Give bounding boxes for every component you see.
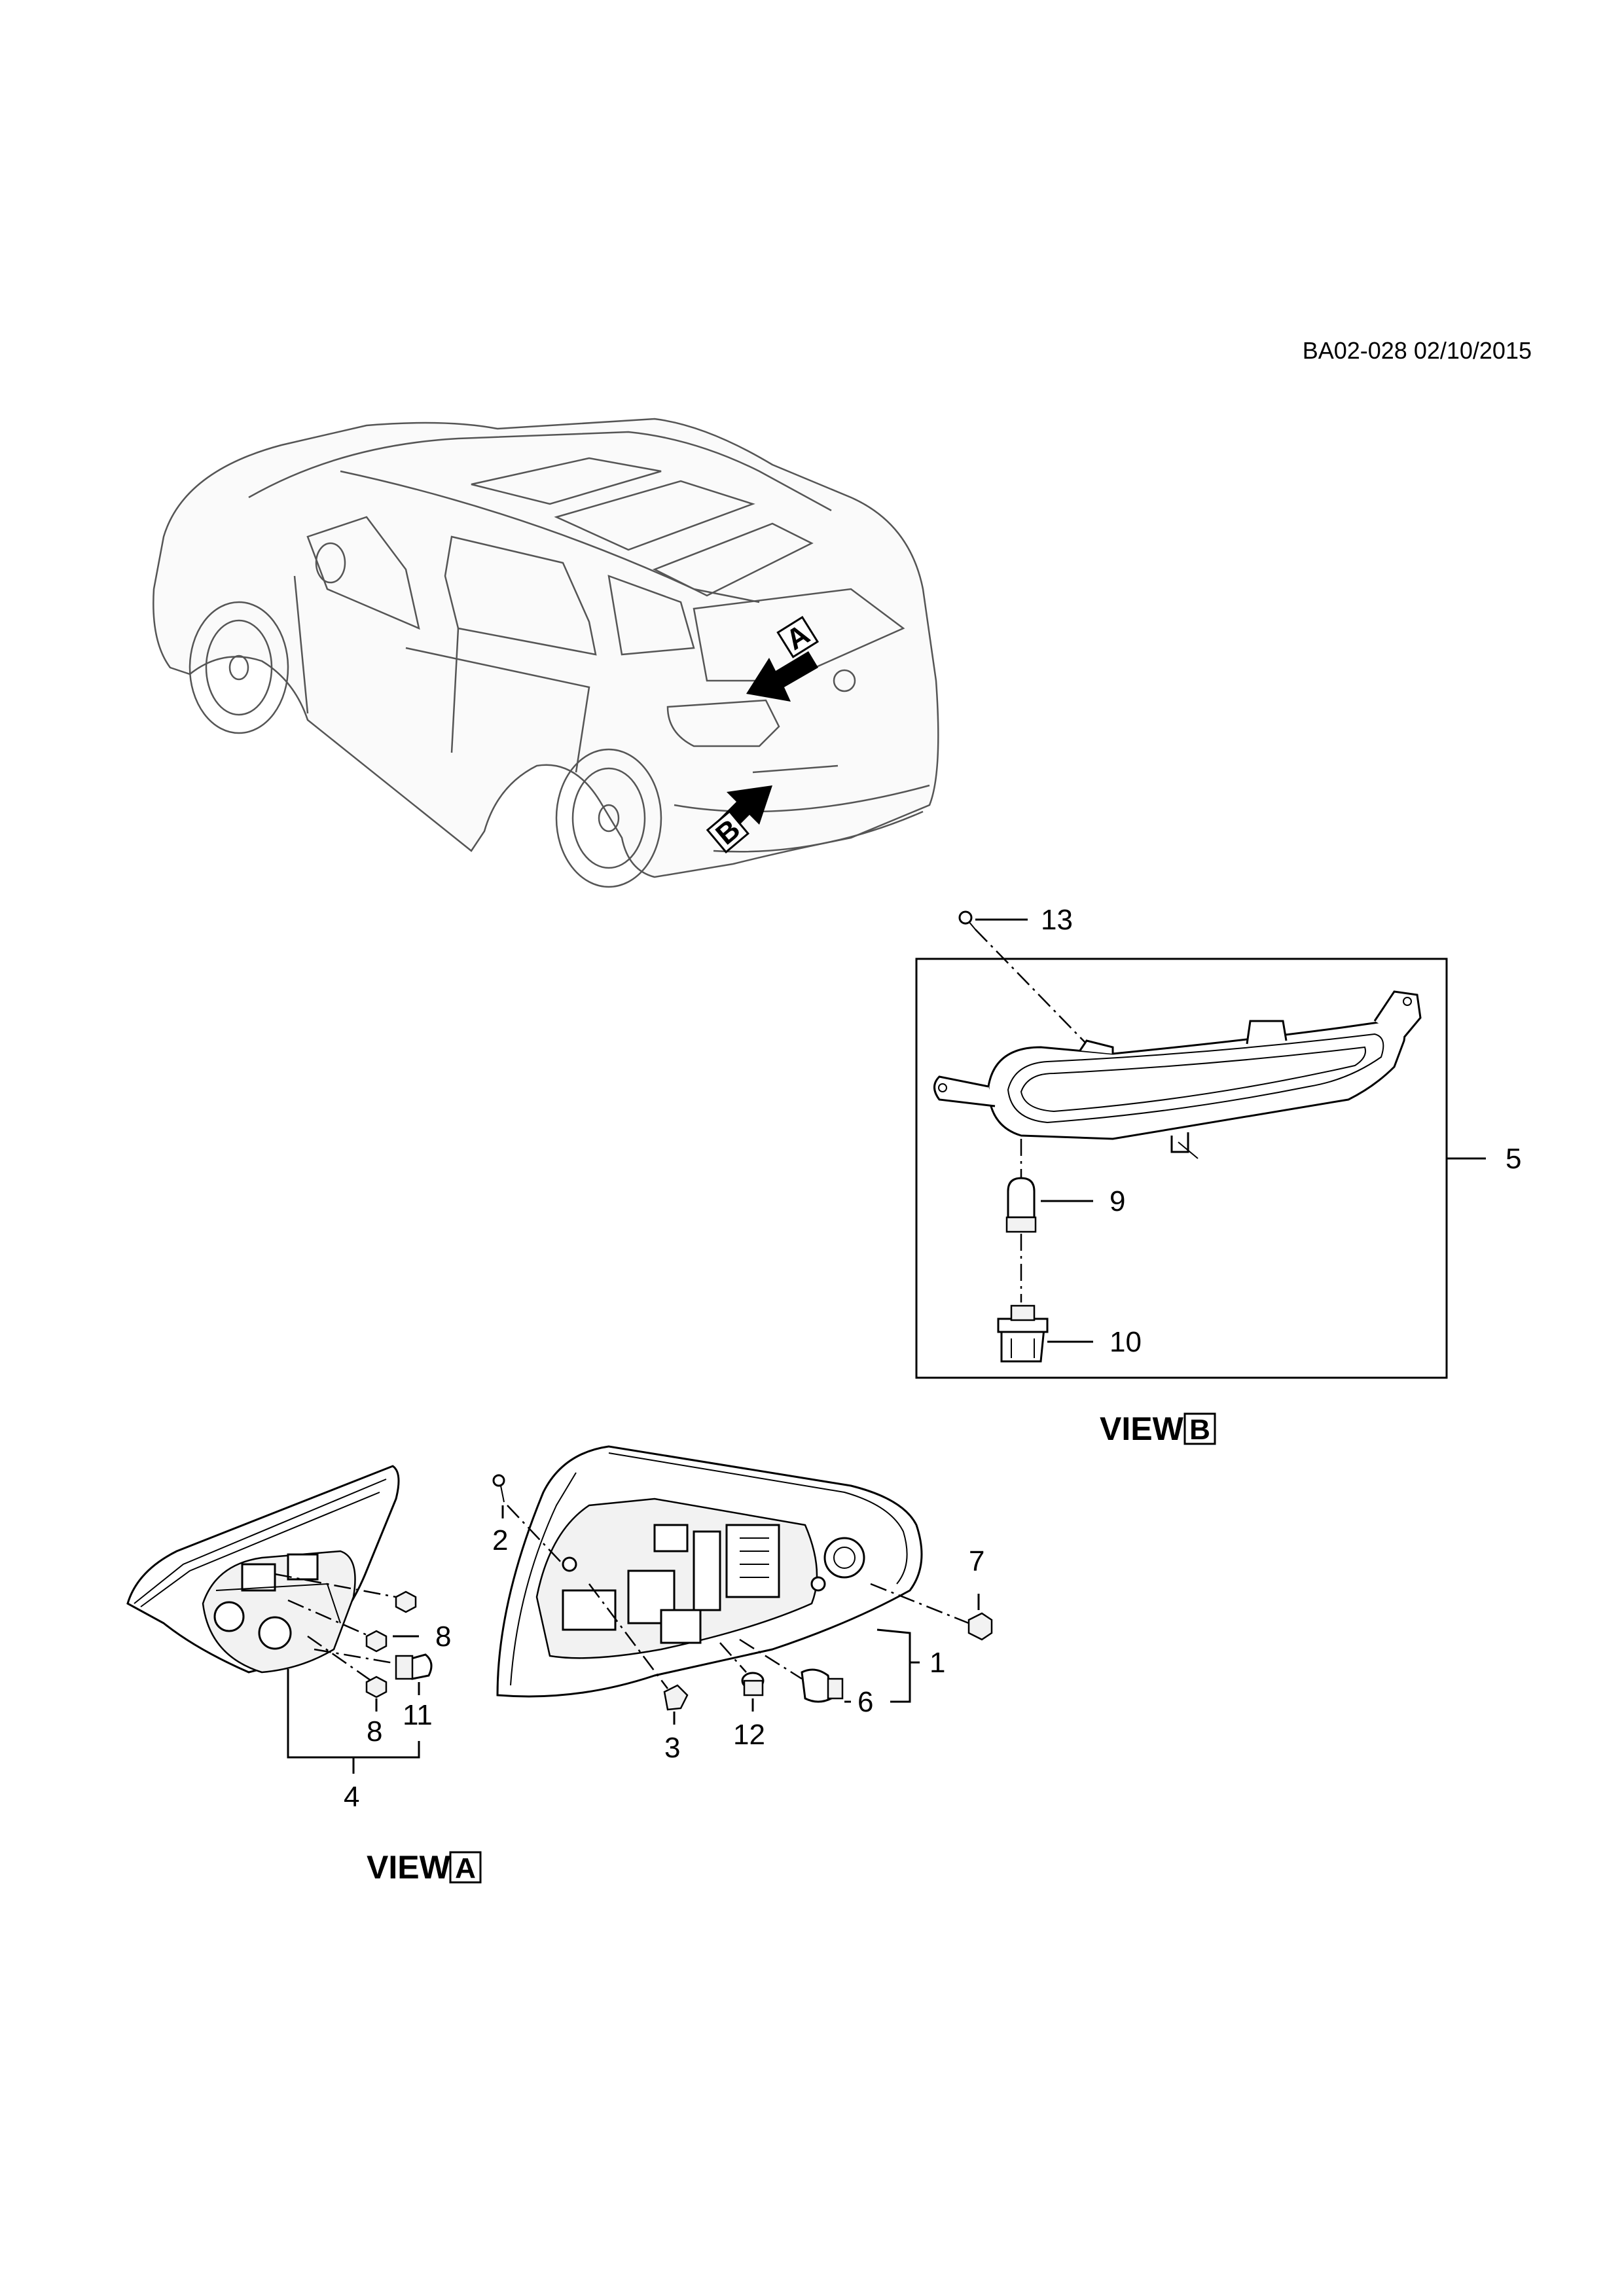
clip-3: [663, 1684, 689, 1711]
drawing-reference: BA02-028 02/10/2015: [1303, 337, 1532, 364]
nut-8-middle: [365, 1630, 388, 1653]
outer-tail-lamp-1: [496, 1445, 923, 1698]
callout-9: 9: [1110, 1185, 1125, 1217]
screw-2: [492, 1474, 505, 1503]
callout-7: 7: [969, 1545, 984, 1577]
view-a-caption-letter: A: [455, 1852, 476, 1884]
view-a-detail: 8 8 11 4: [126, 1445, 993, 1813]
callout-1: 1: [929, 1647, 945, 1679]
callout-11: 11: [403, 1699, 433, 1731]
bulb-9: [1005, 1177, 1037, 1233]
view-a-caption-word: VIEW: [367, 1849, 451, 1886]
bulb-6: [801, 1668, 844, 1703]
bulb-11: [395, 1653, 433, 1680]
view-b-caption: VIEW B: [1100, 1410, 1216, 1447]
callout-12: 12: [733, 1719, 765, 1751]
callout-8-lower: 8: [367, 1715, 382, 1748]
callout-8-upper: 8: [435, 1621, 451, 1653]
callout-13: 13: [1041, 904, 1073, 936]
callout-10: 10: [1110, 1326, 1142, 1358]
callout-3: 3: [664, 1732, 680, 1764]
nut-7: [967, 1612, 993, 1641]
view-b-caption-word: VIEW: [1100, 1410, 1184, 1447]
callout-4: 4: [344, 1781, 359, 1813]
view-b-detail: 5 9 10 13: [915, 904, 1521, 1379]
socket-10: [997, 1304, 1049, 1363]
callout-2: 2: [492, 1524, 508, 1556]
rear-reflector-lamp: [933, 990, 1422, 1159]
socket-12: [741, 1672, 765, 1696]
callout-5: 5: [1506, 1143, 1521, 1175]
vehicle-illustration: [153, 418, 939, 888]
view-b-caption-letter: B: [1189, 1414, 1210, 1446]
callout-6: 6: [857, 1686, 873, 1718]
nut-8-lower: [365, 1676, 388, 1698]
inner-tail-lamp-4: [126, 1465, 400, 1674]
view-a-caption: VIEW A: [367, 1849, 482, 1886]
nut-8-upper: [395, 1590, 417, 1613]
screw-13: [958, 910, 976, 930]
view-b-frame: [915, 958, 1448, 1379]
